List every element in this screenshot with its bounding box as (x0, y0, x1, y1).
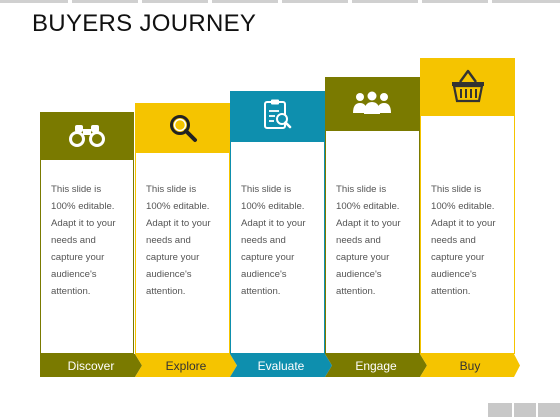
step-label-buy: Buy (459, 358, 481, 373)
step-header-explore (135, 103, 230, 153)
step-label-evaluate: Evaluate (257, 358, 305, 373)
slide-title: BUYERS JOURNEY (32, 10, 257, 37)
step-label-discover: Discover (67, 358, 115, 373)
step-header-engage (325, 77, 420, 131)
journey-arrow-bar: Discover Explore Evaluate Engage Buy (40, 354, 520, 377)
step-card-explore: This slide is 100% editable. Adapt it to… (135, 103, 230, 354)
binoculars-icon (69, 125, 105, 147)
step-header-evaluate (230, 91, 325, 142)
step-description: This slide is 100% editable. Adapt it to… (431, 184, 496, 297)
magnifier-icon (170, 115, 197, 142)
clipboard-search-icon (264, 99, 292, 129)
arrow-shapes (40, 354, 520, 377)
top-decor-bars (0, 0, 560, 4)
step-card-buy: This slide is 100% editable. Adapt it to… (420, 58, 515, 354)
step-label-engage: Engage (355, 358, 397, 373)
step-card-evaluate: This slide is 100% editable. Adapt it to… (230, 91, 325, 354)
step-description: This slide is 100% editable. Adapt it to… (146, 184, 211, 297)
step-header-buy (420, 58, 515, 116)
step-card-engage: This slide is 100% editable. Adapt it to… (325, 77, 420, 354)
step-label-explore: Explore (165, 358, 207, 373)
step-card-discover: This slide is 100% editable. Adapt it to… (40, 112, 134, 354)
step-description: This slide is 100% editable. Adapt it to… (241, 184, 306, 297)
shopping-basket-icon (452, 69, 484, 103)
people-group-icon (353, 91, 391, 114)
step-description: This slide is 100% editable. Adapt it to… (336, 184, 401, 297)
step-description: This slide is 100% editable. Adapt it to… (51, 184, 116, 297)
step-header-discover (40, 112, 134, 160)
